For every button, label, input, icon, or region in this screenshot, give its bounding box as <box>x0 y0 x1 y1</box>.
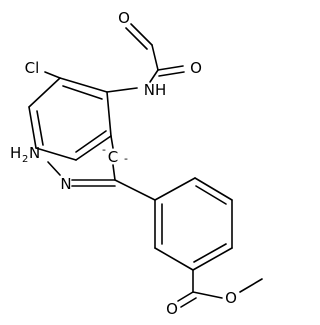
bond-amide-co-2 <box>158 71 185 77</box>
molecule-structure: O O NH Cl C - - H 2 N N O O <box>10 9 263 318</box>
bond-ring2-d <box>192 247 233 271</box>
atom-o-ester: O <box>225 289 237 307</box>
bond-ring1-a <box>59 77 108 93</box>
atom-c-charge: - <box>102 143 106 156</box>
bond-ring1-e <box>75 135 112 161</box>
bond-center-upper <box>110 135 114 149</box>
bond-hydrazone-nn <box>47 161 61 176</box>
bond-aldehyde-co <box>130 23 153 46</box>
bond-ring1-e-inner <box>75 130 107 153</box>
bond-ester-co-2 <box>180 297 197 308</box>
bond-ring1-c-inner <box>36 110 44 146</box>
bond-ring2-b-inner <box>195 185 227 205</box>
bond-amide-cn <box>149 69 159 83</box>
atom-c-center: C <box>108 148 118 166</box>
bond-ester-co-single <box>192 291 223 299</box>
atom-cl: Cl <box>25 59 40 77</box>
bonds <box>28 23 263 308</box>
atom-hydrazone-h: H <box>10 144 21 162</box>
bond-ring1-c <box>28 106 37 149</box>
bond-amide-co <box>157 65 184 71</box>
bond-ring2-a <box>154 177 196 201</box>
atom-methyl-mark: - <box>124 152 128 165</box>
bond-ring2-b <box>194 177 233 201</box>
atom-nh: NH <box>144 81 167 99</box>
atom-o-aldehyde: O <box>118 9 130 27</box>
atom-hydrazone-n-terminal: N <box>29 144 40 162</box>
atom-labels: O O NH Cl C - - H 2 N N O O <box>10 9 237 318</box>
atom-o-ester-carbonyl: O <box>166 300 178 318</box>
bond-ring2-e <box>154 247 194 271</box>
bond-ester-co <box>177 291 194 302</box>
atom-hydrazone-n-imine: N <box>60 175 71 193</box>
bond-aldehyde-co-2 <box>125 27 148 50</box>
bond-ring1-f <box>106 91 112 137</box>
bond-ester-methyl <box>239 278 263 293</box>
bond-ring1-b <box>28 77 61 108</box>
bond-cl <box>44 71 61 79</box>
bond-center-lower <box>112 164 116 181</box>
bond-ring2-d-inner <box>193 243 227 263</box>
bond-glyoxyl-cc <box>151 44 159 71</box>
bond-nh-ring <box>106 87 138 93</box>
bond-ring1-d <box>35 147 77 161</box>
atom-hydrazone-sub: 2 <box>22 154 28 165</box>
atom-o-amide: O <box>190 59 202 77</box>
bond-center-ring2 <box>114 179 156 201</box>
bond-ring1-a-inner <box>62 85 103 100</box>
